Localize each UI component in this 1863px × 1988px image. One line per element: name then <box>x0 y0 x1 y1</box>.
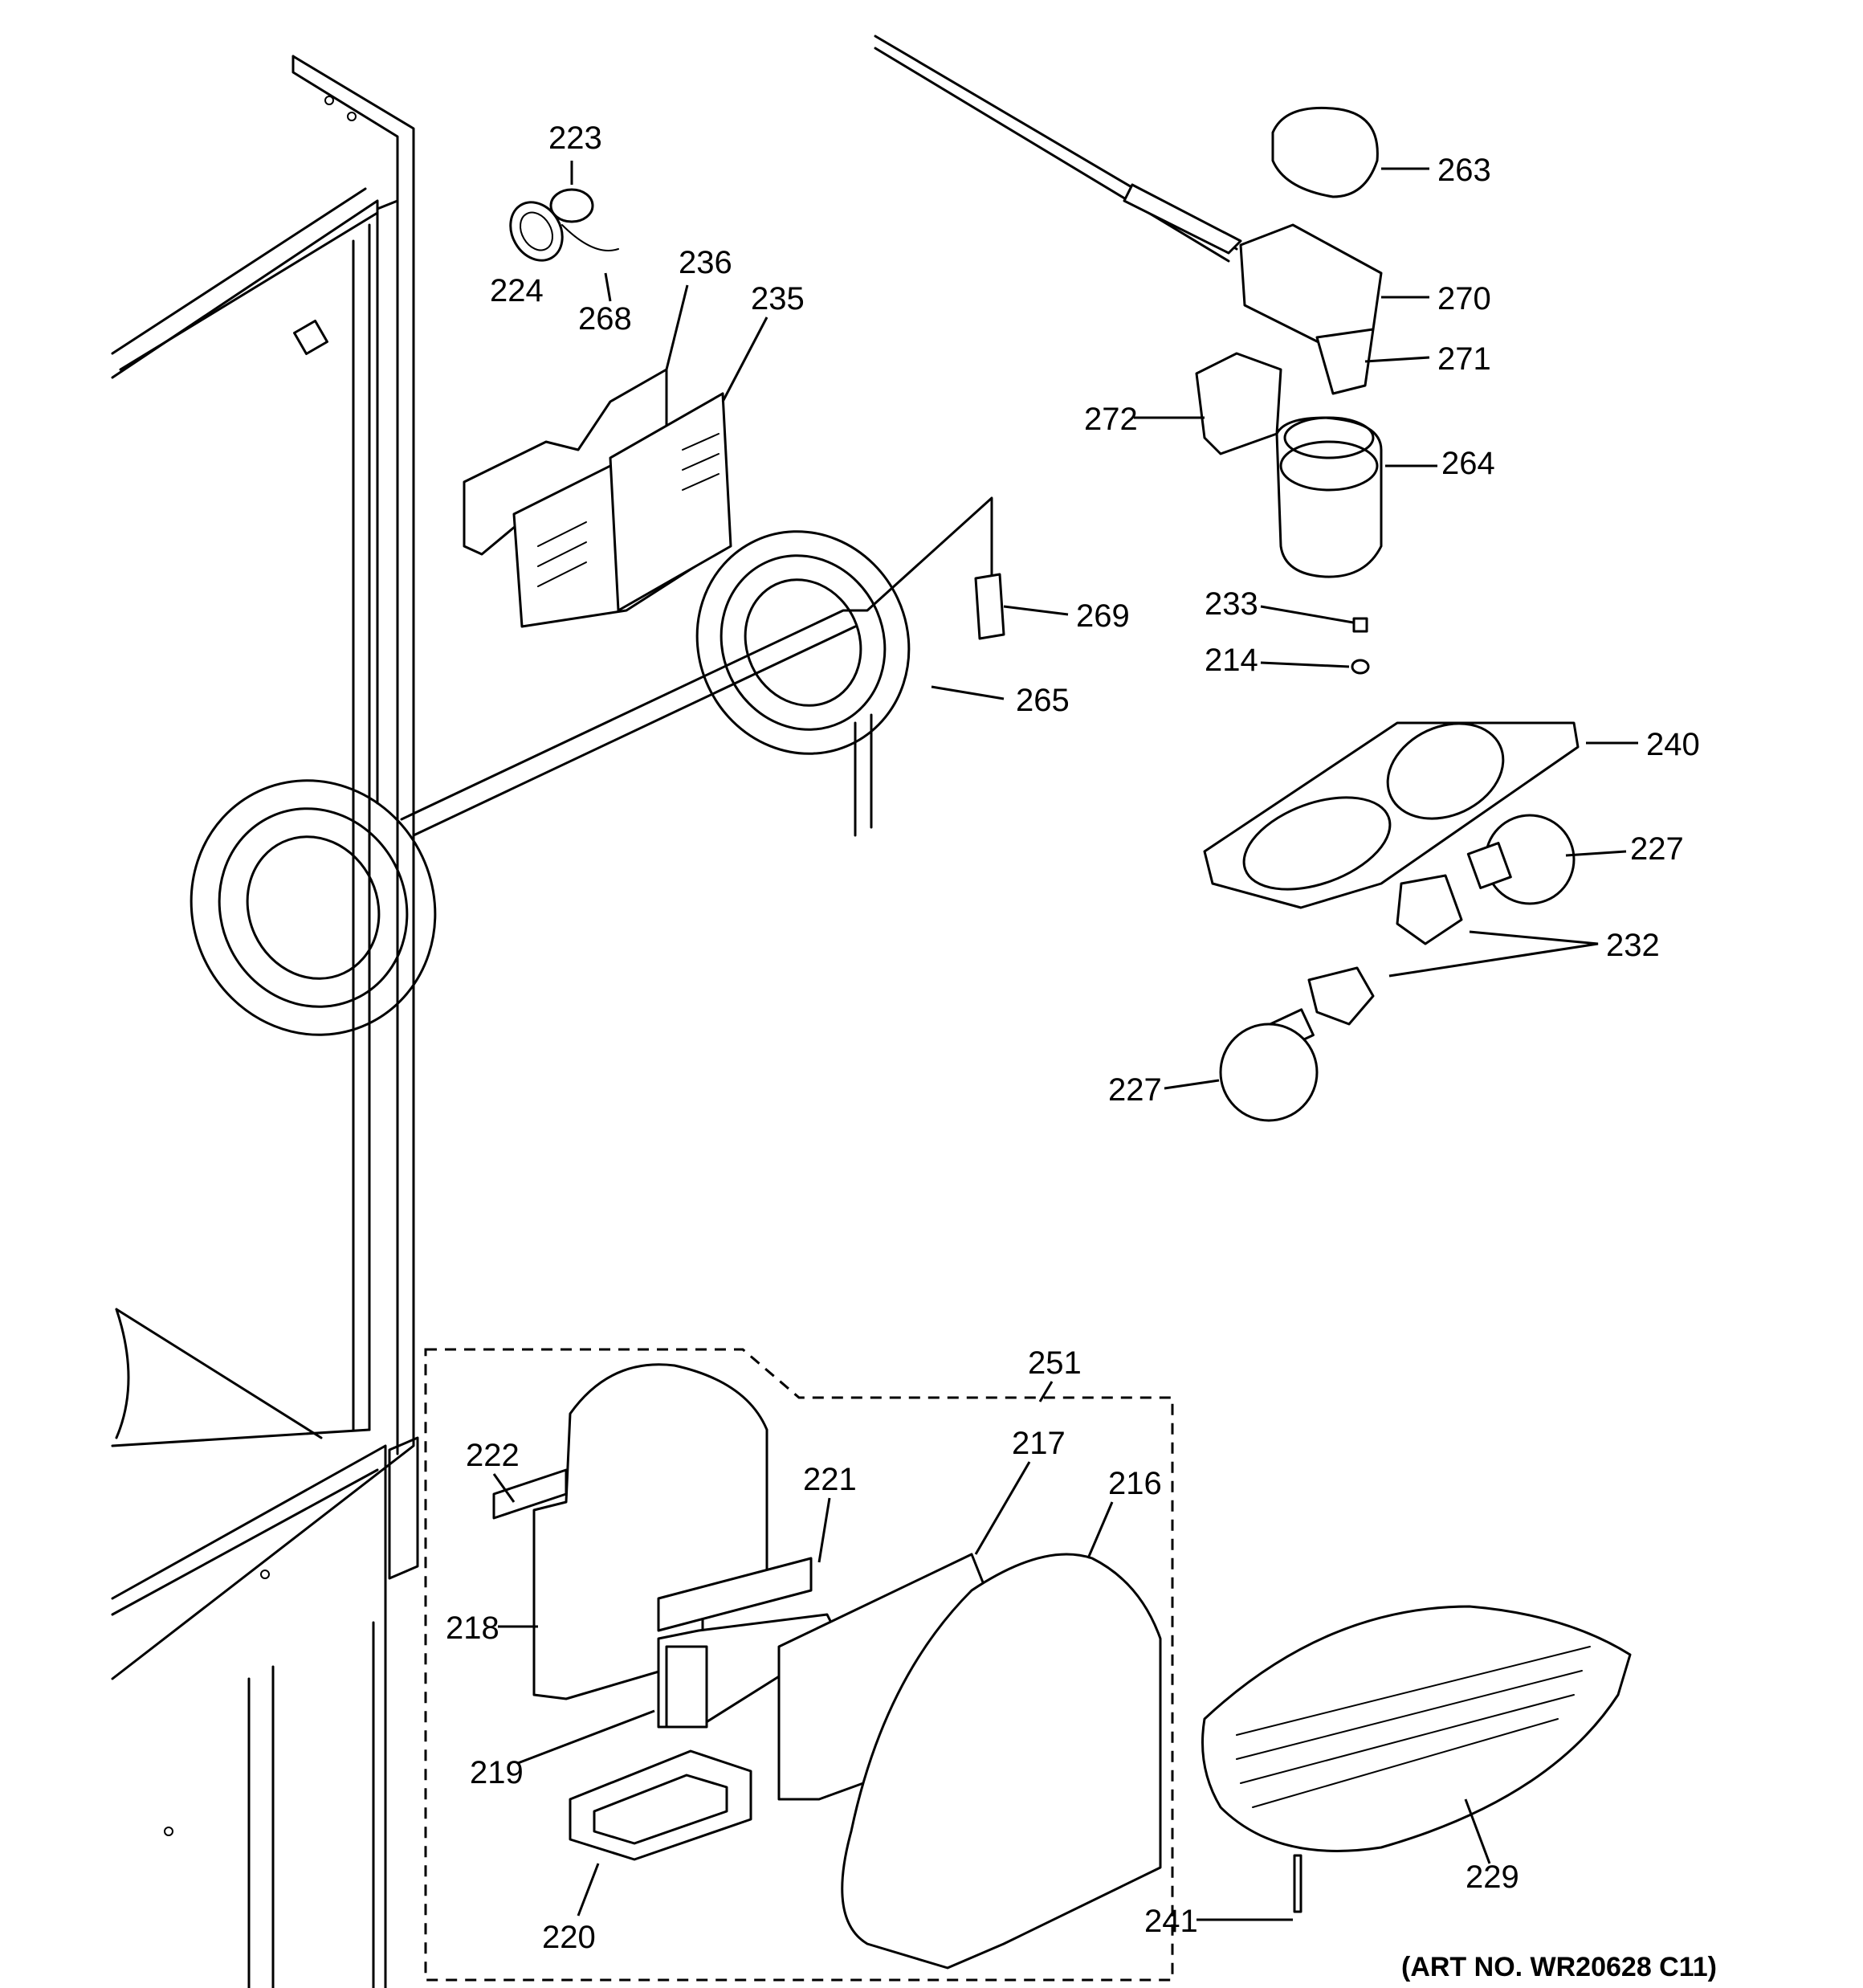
part-229-shelf-241-screw <box>1201 1605 1632 1913</box>
callout-263: 263 <box>1437 153 1491 188</box>
callout-229: 229 <box>1466 1859 1519 1895</box>
callout-221: 221 <box>803 1462 857 1497</box>
callout-220: 220 <box>542 1920 596 1955</box>
callout-222: 222 <box>466 1438 520 1473</box>
callout-241: 241 <box>1144 1904 1198 1939</box>
callout-235: 235 <box>751 281 805 316</box>
callout-232: 232 <box>1606 928 1660 963</box>
callout-240: 240 <box>1646 727 1700 762</box>
part-235-236-covers <box>463 368 732 628</box>
callout-223: 223 <box>548 120 602 156</box>
callout-224: 224 <box>490 273 544 308</box>
part-240-light-shield <box>1203 721 1580 909</box>
callout-272: 272 <box>1084 402 1138 437</box>
callout-236: 236 <box>679 245 732 280</box>
callout-218: 218 <box>446 1610 499 1646</box>
leader-lines <box>492 161 1638 1921</box>
callout-227-lower: 227 <box>1108 1072 1162 1108</box>
callout-labels: 223 224 268 236 235 263 270 271 272 264 … <box>446 120 1717 1982</box>
refrigerator-cabinet <box>111 55 419 1988</box>
callout-216: 216 <box>1108 1466 1162 1501</box>
kit-251-boundary <box>424 1348 1174 1982</box>
callout-264: 264 <box>1441 446 1495 481</box>
part-227-bulbs-232-sockets <box>1219 814 1576 1122</box>
callout-227-upper: 227 <box>1630 831 1684 867</box>
part-223-224-268 <box>509 188 619 262</box>
part-265-heater-tubing <box>190 496 1005 1036</box>
callout-271: 271 <box>1437 341 1491 377</box>
callout-265: 265 <box>1016 683 1070 718</box>
callout-251: 251 <box>1028 1345 1082 1381</box>
callout-268: 268 <box>578 301 632 337</box>
callout-269: 269 <box>1076 598 1130 634</box>
duct-assembly-parts <box>492 1363 1162 1970</box>
callout-270: 270 <box>1437 281 1491 316</box>
callout-233: 233 <box>1205 586 1258 622</box>
callout-219: 219 <box>470 1755 524 1790</box>
water-filter-assembly <box>874 35 1383 578</box>
callout-217: 217 <box>1012 1426 1066 1461</box>
part-233-214-fasteners <box>1351 617 1370 675</box>
callout-214: 214 <box>1205 643 1258 678</box>
art-number: (ART NO. WR20628 C11) <box>1401 1952 1717 1982</box>
